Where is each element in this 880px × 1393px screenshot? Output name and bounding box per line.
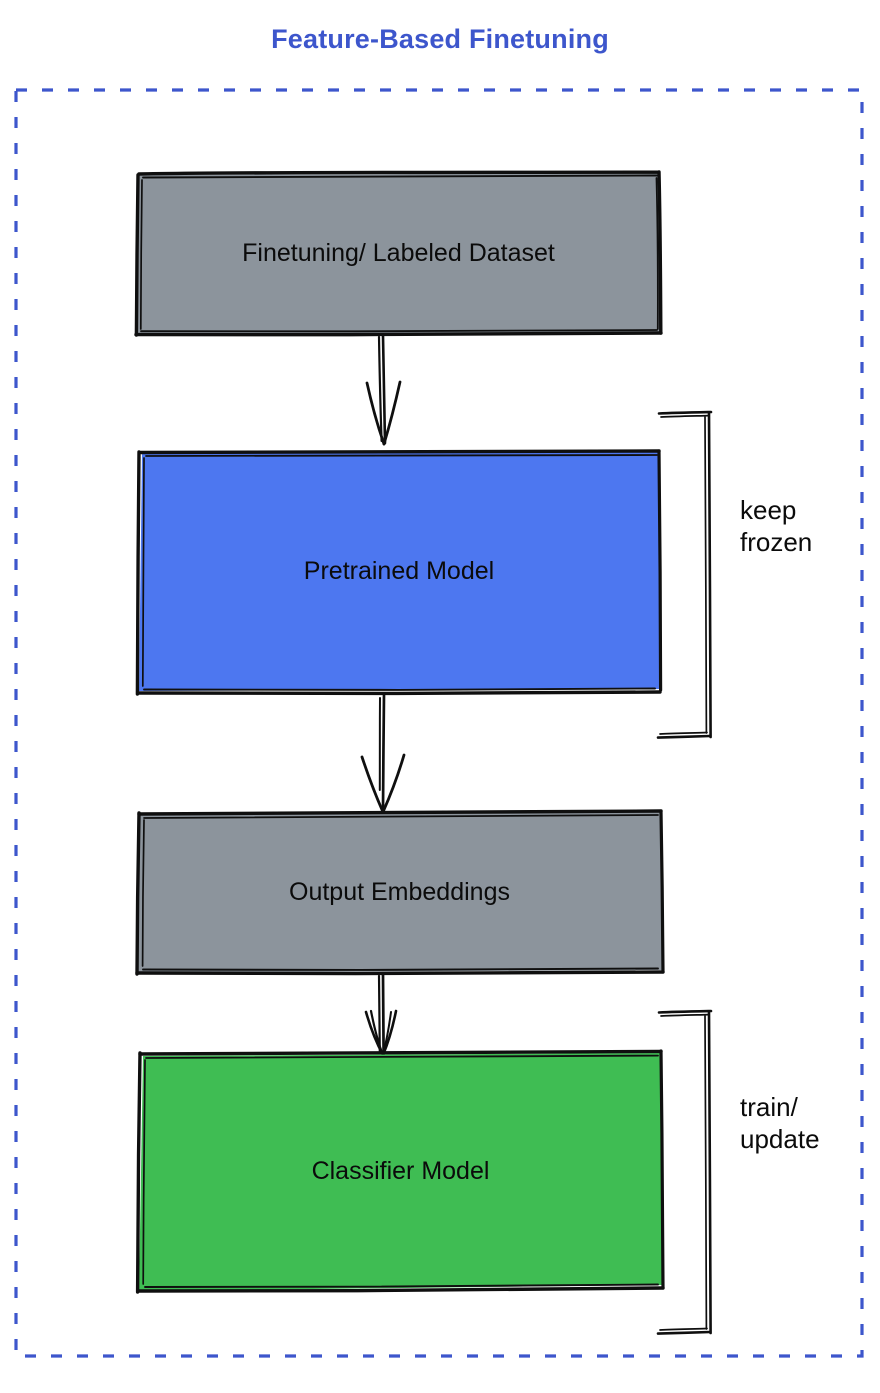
node-classifier-model-hit[interactable] [138, 1053, 663, 1290]
arrow-dataset-to-pretrained [365, 334, 402, 446]
node-output-embeddings-hit[interactable] [137, 812, 662, 972]
arrow-embeddings-to-classifier [364, 973, 398, 1057]
arrow-pretrained-to-embeddings [360, 692, 406, 814]
bracket-keep-frozen [656, 410, 713, 739]
node-pretrained-model-hit[interactable] [138, 452, 660, 690]
annotation-train-update: train/ update [740, 1092, 820, 1154]
bracket-train-update [656, 1009, 713, 1335]
node-finetuning-dataset-hit[interactable] [137, 173, 660, 333]
page-title: Feature-Based Finetuning [271, 24, 609, 54]
annotation-keep-frozen: keep frozen [740, 495, 813, 557]
